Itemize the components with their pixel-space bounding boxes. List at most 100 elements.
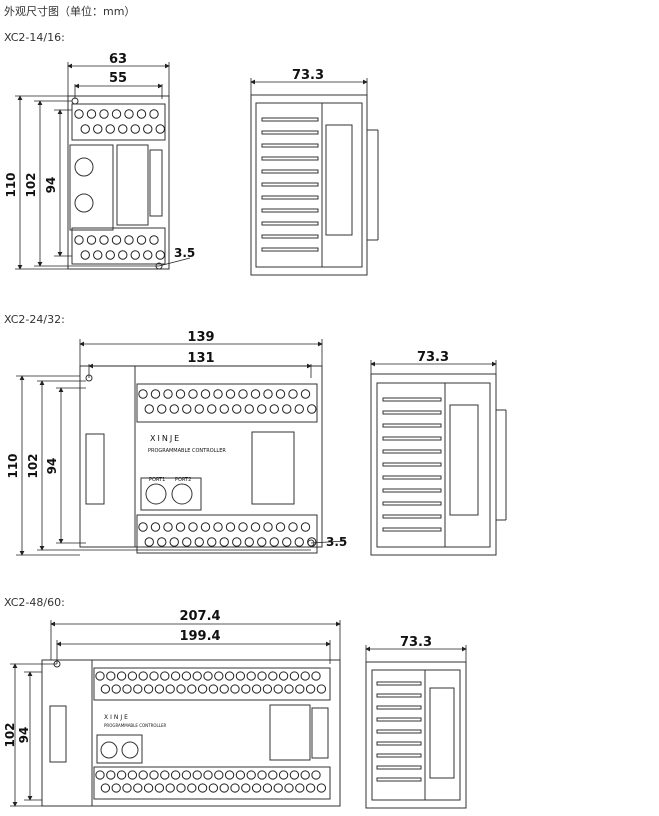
terminal-screw — [181, 671, 192, 681]
terminal-screw — [214, 671, 224, 681]
xc2-24-32-depth-dim — [370, 360, 497, 374]
terminal-screw — [282, 537, 292, 547]
xc2-24-32-height-102: 102 — [26, 453, 40, 478]
terminal-screw — [163, 522, 173, 532]
terminal-screw — [165, 684, 175, 694]
terminal-screw — [160, 770, 170, 780]
vent-slot — [376, 777, 422, 782]
terminal-screw — [238, 522, 248, 532]
terminal-screw — [176, 783, 186, 793]
terminal-screw — [111, 684, 121, 694]
terminal-screw — [263, 389, 273, 399]
vent-slot — [382, 436, 442, 441]
terminal-screw — [289, 671, 300, 681]
xc2-24-32-side-view — [370, 373, 507, 556]
terminal-screw — [74, 109, 84, 119]
terminal-screw — [133, 684, 143, 694]
terminal-screw — [182, 537, 192, 547]
terminal-screw — [284, 684, 294, 694]
terminal-screw — [170, 770, 181, 780]
terminal-screw — [316, 684, 327, 694]
terminal-screw — [165, 783, 175, 793]
terminal-screw — [194, 537, 204, 547]
terminal-screw — [150, 389, 161, 399]
terminal-screw — [182, 404, 192, 414]
terminal-screw — [244, 537, 254, 547]
terminal-screw — [106, 671, 116, 681]
terminal-screw — [105, 250, 115, 260]
vent-slot — [382, 475, 442, 480]
terminal-screw — [257, 671, 267, 681]
terminal-screw — [203, 770, 213, 780]
terminal-screw — [149, 770, 159, 780]
vent-slot — [261, 208, 319, 213]
terminal-screw — [149, 671, 159, 681]
terminal-screw — [294, 404, 304, 414]
terminal-screw — [238, 389, 248, 399]
terminal-screw — [224, 671, 235, 681]
xc2-14-16-height-110: 110 — [4, 172, 18, 197]
terminal-screw — [246, 770, 256, 780]
terminal-screw — [111, 235, 122, 245]
vent-slot — [261, 221, 319, 226]
terminal-screw — [143, 684, 154, 694]
terminal-screw — [295, 684, 305, 694]
terminal-screw — [269, 404, 279, 414]
vent-slot — [376, 765, 422, 770]
vent-slot — [261, 130, 319, 135]
terminal-screw — [111, 109, 122, 119]
terminal-screw — [305, 783, 316, 793]
vent-slot — [376, 717, 422, 722]
terminal-screw — [224, 770, 235, 780]
terminal-screw — [93, 250, 103, 260]
xc2-14-16-height-94: 94 — [44, 177, 58, 194]
vent-slot — [382, 397, 442, 402]
terminal-screw — [100, 783, 111, 793]
xc2-48-60-side-view — [365, 661, 467, 809]
xc2-24-32-depth-73-3: 73.3 — [417, 350, 449, 365]
xc2-14-16-depth-dim — [250, 78, 368, 95]
terminal-screw — [230, 684, 240, 694]
terminal-screw — [116, 671, 127, 681]
terminal-screw — [300, 522, 311, 532]
terminal-screw — [300, 770, 310, 780]
terminal-screw — [278, 770, 289, 780]
terminal-screw — [74, 235, 84, 245]
terminal-screw — [157, 537, 167, 547]
xc2-14-16-height-102: 102 — [24, 172, 38, 197]
terminal-screw — [246, 671, 256, 681]
terminal-screw — [100, 684, 111, 694]
terminal-screw — [122, 684, 132, 694]
terminal-screw — [316, 783, 327, 793]
terminal-screw — [225, 522, 236, 532]
terminal-screw — [116, 770, 127, 780]
terminal-screw — [130, 124, 140, 134]
terminal-screw — [294, 537, 304, 547]
terminal-screw — [232, 404, 242, 414]
terminal-screw — [99, 235, 109, 245]
terminal-screw — [311, 671, 321, 681]
page-title: 外观尺寸图（单位：mm） — [4, 5, 136, 18]
terminal-screw — [86, 235, 97, 245]
terminal-screw — [278, 671, 289, 681]
terminal-screw — [213, 389, 223, 399]
vent-slot — [382, 527, 442, 532]
terminal-screw — [263, 522, 273, 532]
xc2-48-60-depth-dim — [365, 645, 467, 662]
vent-slot — [261, 169, 319, 174]
terminal-screw — [219, 783, 229, 793]
terminal-screw — [207, 404, 217, 414]
xc2-24-32-subtitle: PROGRAMMABLE CONTROLLER — [148, 448, 226, 454]
terminal-screw — [143, 250, 153, 260]
terminal-screw — [133, 783, 143, 793]
xc2-24-32-port2-label: PORT2 — [175, 477, 191, 483]
vent-slot — [382, 410, 442, 415]
terminal-screw — [136, 109, 147, 119]
terminal-screw — [311, 770, 321, 780]
terminal-screw — [192, 770, 202, 780]
terminal-screw — [188, 522, 198, 532]
terminal-screw — [251, 783, 262, 793]
terminal-screw — [282, 404, 292, 414]
xc2-48-60-front-view — [41, 659, 341, 807]
